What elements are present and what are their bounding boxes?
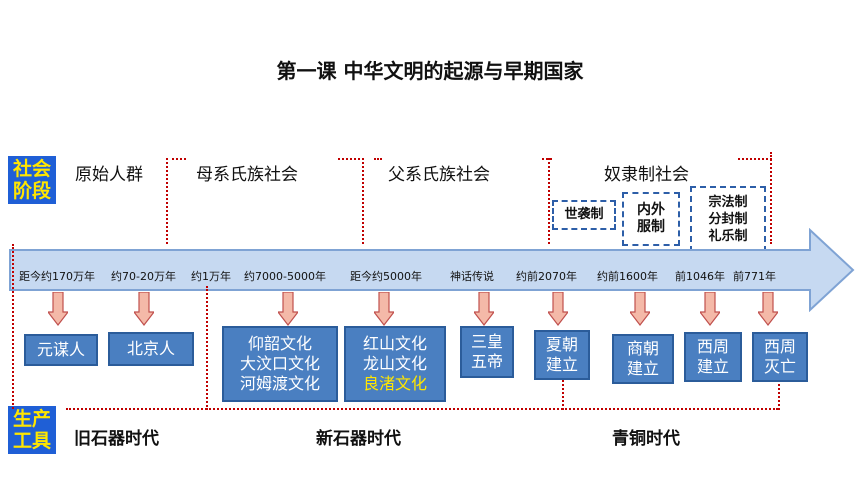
date-label: 约前2070年 — [516, 270, 577, 283]
inner-outer-system-box: 内外 服制 — [622, 192, 680, 246]
event-neolithic-cultures-2: 红山文化 龙山文化 良渚文化 — [344, 326, 446, 402]
event-western-zhou-fall: 西周 灭亡 — [752, 332, 808, 382]
box-line-1: 三皇 — [470, 332, 503, 351]
event-yuanmou: 元谋人 — [24, 334, 98, 366]
label-line-2: 阶段 — [12, 180, 51, 202]
date-label: 约7000-5000年 — [244, 270, 326, 283]
date-label: 前1046年 — [675, 270, 725, 283]
box-line-2: 建立 — [626, 359, 659, 378]
divider — [66, 408, 778, 410]
down-arrow-icon — [48, 292, 68, 326]
label-production-tools: 生产 工具 — [8, 406, 56, 454]
era-neolithic: 新石器时代 — [316, 429, 401, 449]
divider — [12, 244, 14, 409]
date-label: 神话传说 — [450, 270, 494, 283]
culture-name: 河姆渡文化 — [239, 374, 320, 393]
stage-slavery: 奴隶制社会 — [604, 165, 689, 185]
date-label: 距今约5000年 — [350, 270, 422, 283]
label-society-stage: 社会 阶段 — [8, 156, 56, 204]
box-line-2: 建立 — [545, 355, 578, 374]
date-label: 距今约170万年 — [19, 270, 95, 283]
down-arrow-icon — [474, 292, 494, 326]
page-title: 第一课 中华文明的起源与早期国家 — [276, 59, 584, 83]
box-line-1: 内外 — [637, 202, 665, 218]
box-line-1: 西周 — [696, 337, 729, 356]
divider — [166, 158, 168, 244]
stage-patriarchal: 父系氏族社会 — [388, 165, 490, 185]
culture-name: 龙山文化 — [362, 354, 427, 373]
divider — [562, 380, 564, 410]
box-line-2: 灭亡 — [763, 357, 796, 376]
divider — [738, 158, 772, 160]
down-arrow-icon — [630, 292, 650, 326]
divider — [206, 286, 208, 410]
event-peking: 北京人 — [108, 332, 194, 366]
box-line-1: 夏朝 — [545, 335, 578, 354]
box-line-3: 礼乐制 — [708, 228, 748, 244]
box-line-2: 建立 — [696, 357, 729, 376]
date-label: 约1万年 — [191, 270, 231, 283]
era-paleolithic: 旧石器时代 — [74, 429, 159, 449]
label-line-2: 工具 — [12, 430, 51, 452]
event-western-zhou-founded: 西周 建立 — [684, 332, 742, 382]
event-xia-founded: 夏朝 建立 — [534, 330, 590, 380]
divider — [172, 158, 186, 160]
down-arrow-icon — [700, 292, 720, 326]
date-label: 约前1600年 — [597, 270, 658, 283]
divider — [548, 158, 550, 244]
stage-primitive: 原始人群 — [75, 165, 143, 185]
down-arrow-icon — [548, 292, 568, 326]
down-arrow-icon — [374, 292, 394, 326]
event-shang-founded: 商朝 建立 — [612, 334, 674, 384]
box-line-1: 宗法制 — [708, 194, 748, 210]
divider — [770, 152, 772, 244]
hereditary-system-box: 世袭制 — [552, 200, 616, 230]
box-line-1: 西周 — [763, 337, 796, 356]
label-line-1: 社会 — [12, 158, 51, 180]
culture-name: 红山文化 — [362, 334, 427, 353]
box-line-2: 五帝 — [470, 352, 503, 371]
event-sanhuang-wudi: 三皇 五帝 — [460, 326, 514, 378]
box-line-1: 商朝 — [626, 339, 659, 358]
down-arrow-icon — [758, 292, 778, 326]
divider — [542, 158, 552, 160]
culture-name-highlighted: 良渚文化 — [362, 374, 427, 393]
divider — [374, 158, 382, 160]
date-label: 约70-20万年 — [111, 270, 176, 283]
box-line-2: 分封制 — [708, 211, 748, 227]
down-arrow-icon — [278, 292, 298, 326]
divider — [778, 380, 780, 410]
down-arrow-icon — [134, 292, 154, 326]
event-neolithic-cultures-1: 仰韶文化 大汶口文化 河姆渡文化 — [222, 326, 338, 402]
era-bronze-age: 青铜时代 — [612, 429, 680, 449]
culture-name: 仰韶文化 — [247, 334, 312, 353]
divider — [338, 158, 360, 160]
divider — [362, 158, 364, 244]
date-label: 前771年 — [733, 270, 776, 283]
label-line-1: 生产 — [12, 408, 51, 430]
box-line-2: 服制 — [637, 219, 665, 235]
stage-matriarchal: 母系氏族社会 — [196, 165, 298, 185]
timeline-arrow — [9, 228, 855, 312]
culture-name: 大汶口文化 — [239, 354, 320, 373]
